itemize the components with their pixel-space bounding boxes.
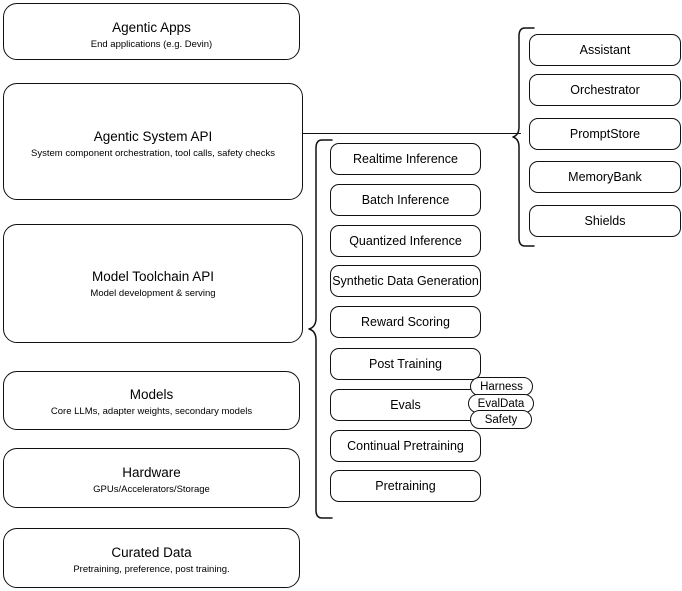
chip-label: Synthetic Data Generation (332, 274, 479, 288)
connector-line-system-api (303, 133, 521, 135)
layer-subtitle: Pretraining, preference, post training. (73, 564, 230, 575)
layer-subtitle: GPUs/Accelerators/Storage (93, 484, 210, 495)
layer-subtitle: Core LLMs, adapter weights, secondary mo… (50, 406, 253, 417)
chip-label: Continual Pretraining (347, 439, 464, 453)
chip-promptstore[interactable]: PromptStore (529, 118, 681, 150)
chip-label: Reward Scoring (361, 315, 450, 329)
layer-title: Model Toolchain API (91, 269, 215, 284)
chip-label: Evals (390, 398, 421, 412)
brace-toolchain (308, 139, 333, 519)
chip-quantized-inference[interactable]: Quantized Inference (330, 225, 481, 257)
chip-synthetic-data-generation[interactable]: Synthetic Data Generation (330, 265, 481, 297)
chip-orchestrator[interactable]: Orchestrator (529, 74, 681, 106)
pill-label: Safety (484, 413, 518, 426)
pill-label: Harness (480, 380, 523, 393)
layer-title: Hardware (122, 465, 181, 480)
chip-label: Orchestrator (570, 83, 640, 97)
pill-evaldata[interactable]: EvalData (468, 394, 534, 413)
chip-label: Realtime Inference (353, 152, 458, 166)
layer-box-models[interactable]: Models Core LLMs, adapter weights, secon… (3, 371, 300, 430)
chip-continual-pretraining[interactable]: Continual Pretraining (330, 430, 481, 462)
layer-title: Agentic System API (93, 129, 213, 144)
chip-label: PromptStore (569, 127, 641, 141)
chip-reward-scoring[interactable]: Reward Scoring (330, 306, 481, 338)
chip-label: Quantized Inference (349, 234, 462, 248)
chip-evals[interactable]: Evals (330, 389, 481, 421)
chip-label: Batch Inference (361, 193, 450, 207)
chip-label: Pretraining (375, 479, 436, 493)
layer-subtitle: End applications (e.g. Devin) (90, 39, 213, 50)
chip-shields[interactable]: Shields (529, 205, 681, 237)
layer-subtitle: System component orchestration, tool cal… (31, 148, 275, 159)
pill-label: EvalData (477, 397, 525, 410)
layer-box-model-toolchain-api[interactable]: Model Toolchain API Model development & … (3, 224, 303, 343)
layer-box-curated-data[interactable]: Curated Data Pretraining, preference, po… (3, 528, 300, 588)
pill-safety[interactable]: Safety (470, 410, 532, 429)
chip-pretraining[interactable]: Pretraining (330, 470, 481, 502)
layer-title: Curated Data (111, 545, 192, 560)
chip-assistant[interactable]: Assistant (529, 34, 681, 66)
layer-title: Agentic Apps (112, 20, 191, 35)
chip-label: Shields (584, 214, 626, 228)
chip-label: MemoryBank (568, 170, 642, 184)
layer-subtitle: Model development & serving (90, 288, 216, 299)
chip-label: Post Training (369, 357, 442, 371)
chip-post-training[interactable]: Post Training (330, 348, 481, 380)
layer-box-agentic-apps[interactable]: Agentic Apps End applications (e.g. Devi… (3, 3, 300, 60)
brace-system-components (512, 27, 535, 247)
chip-batch-inference[interactable]: Batch Inference (330, 184, 481, 216)
layer-box-hardware[interactable]: Hardware GPUs/Accelerators/Storage (3, 448, 300, 508)
layer-box-agentic-system-api[interactable]: Agentic System API System component orch… (3, 83, 303, 200)
chip-memorybank[interactable]: MemoryBank (529, 161, 681, 193)
chip-realtime-inference[interactable]: Realtime Inference (330, 143, 481, 175)
layer-title: Models (129, 387, 174, 402)
chip-label: Assistant (579, 43, 631, 57)
